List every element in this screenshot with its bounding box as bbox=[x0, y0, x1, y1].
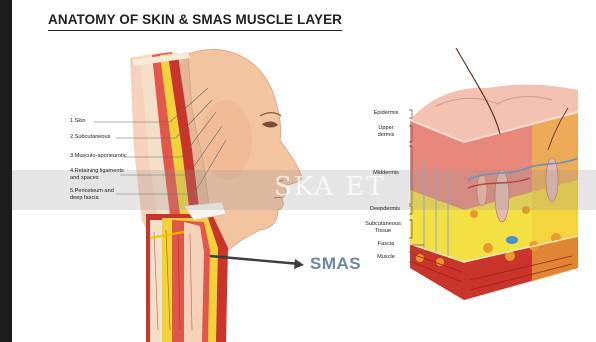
label-fascia: Fascia bbox=[368, 241, 404, 248]
label-muscle: Muscle bbox=[368, 254, 404, 261]
label-epidermis: Epidermis bbox=[364, 110, 408, 117]
label-skin: 1.Skin bbox=[70, 118, 86, 125]
label-retaining-ligaments: 4.Retaining ligaments and spaces bbox=[70, 168, 124, 181]
label-periosteum: 5.Periosteum and deep fascia bbox=[70, 188, 114, 201]
label-deepdermis: Deepdermis bbox=[362, 206, 408, 213]
smas-label: SMAS bbox=[310, 254, 361, 274]
label-subcutaneous-tissue: Subcutaneous Tissue bbox=[358, 221, 408, 234]
label-middermis: Middermis bbox=[364, 170, 408, 177]
label-subcutaneous: 2.Subcutaneous bbox=[70, 134, 110, 141]
label-upper-dermis: Upper dermis bbox=[364, 125, 408, 138]
diagram-card: ANATOMY OF SKIN & SMAS MUSCLE LAYER bbox=[12, 0, 596, 342]
label-musculo-aponeurotic: 3.Musculo-aponeurotic bbox=[70, 153, 127, 160]
